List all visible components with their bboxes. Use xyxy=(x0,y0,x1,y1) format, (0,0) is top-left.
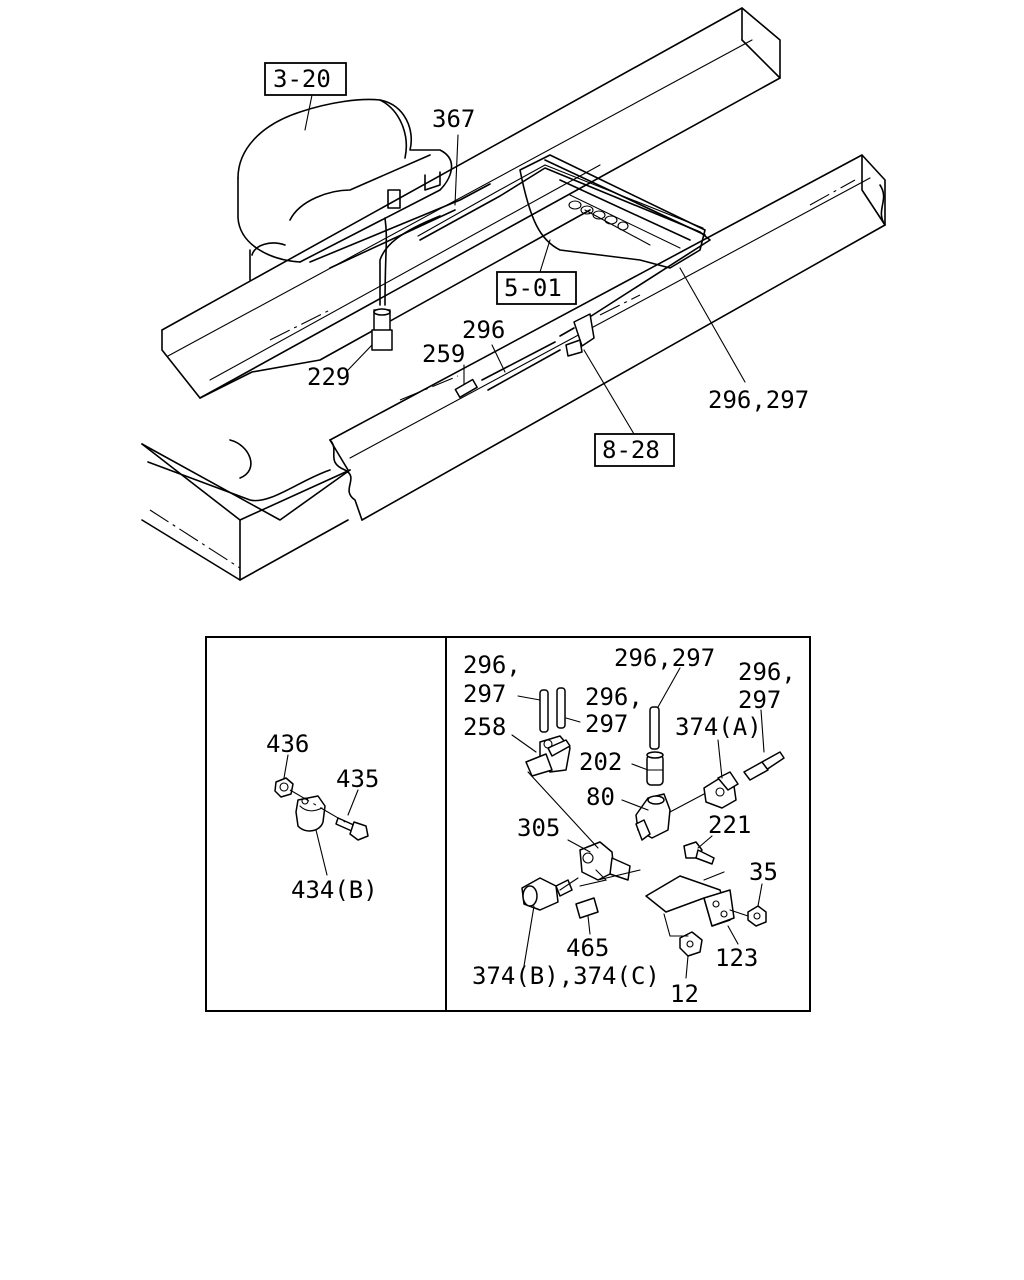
label-465: 465 xyxy=(566,934,609,962)
nut-12 xyxy=(679,931,703,957)
right-panel: 296, 297 296, 297 296,297 296, 297 258 2… xyxy=(463,644,796,1008)
label-80: 80 xyxy=(586,783,615,811)
frame-assembly xyxy=(141,7,886,581)
ref-box-8-28 xyxy=(594,433,675,467)
pipe-296-297-b xyxy=(556,687,566,729)
label-296-297: 296,297 xyxy=(708,386,809,414)
bracket-123 xyxy=(645,875,735,927)
ref-box-3-20 xyxy=(264,62,347,96)
label-123: 123 xyxy=(715,944,758,972)
label-12: 12 xyxy=(670,980,699,1008)
fitting-374bc xyxy=(521,877,573,911)
bolt-435 xyxy=(335,817,369,841)
junction-8-28 xyxy=(559,313,595,357)
nut-35 xyxy=(747,905,767,927)
fitting-259 xyxy=(454,378,478,399)
label-35: 35 xyxy=(749,858,778,886)
label-296d-2: 297 xyxy=(738,686,781,714)
label-296c: 296,297 xyxy=(614,644,715,672)
reference-boxes: 3-20 5-01 8-28 xyxy=(264,62,675,467)
fitting-229 xyxy=(371,308,393,351)
pipe-296-297-a xyxy=(539,689,549,733)
ref-3-20-text: 3-20 xyxy=(273,65,331,93)
nut-436 xyxy=(274,777,294,798)
label-434b: 434(B) xyxy=(291,876,378,904)
label-435: 435 xyxy=(336,765,379,793)
label-296a-2: 297 xyxy=(463,680,506,708)
label-374a: 374(A) xyxy=(675,713,762,741)
ref-box-5-01 xyxy=(496,271,577,305)
connector-202 xyxy=(646,751,664,786)
elbow-258 xyxy=(525,735,571,777)
detail-panels xyxy=(205,636,811,1012)
ref-8-28-text: 8-28 xyxy=(602,436,660,464)
label-296b-2: 297 xyxy=(585,710,628,738)
bolt-221 xyxy=(683,841,715,865)
label-296a-1: 296, xyxy=(463,651,521,679)
upper-labels: 367 229 296 259 296,297 xyxy=(307,105,809,414)
label-296: 296 xyxy=(462,316,505,344)
ref-5-01-text: 5-01 xyxy=(504,274,562,302)
tee-80 xyxy=(635,793,671,841)
label-374bc: 374(B),374(C) xyxy=(472,962,660,990)
label-296b-1: 296, xyxy=(585,683,643,711)
label-229: 229 xyxy=(307,363,350,391)
clip-434b xyxy=(295,795,326,832)
label-296d-1: 296, xyxy=(738,658,796,686)
label-367: 367 xyxy=(432,105,475,133)
label-305: 305 xyxy=(517,814,560,842)
label-202: 202 xyxy=(579,748,622,776)
plate-holes xyxy=(568,200,629,231)
pipe-296-297-c xyxy=(649,706,660,750)
label-221: 221 xyxy=(708,811,751,839)
plug-465 xyxy=(575,897,599,919)
label-259: 259 xyxy=(422,340,465,368)
label-258: 258 xyxy=(463,713,506,741)
left-panel: 436 435 434(B) xyxy=(266,730,379,904)
upper-leaders xyxy=(304,94,746,435)
label-436: 436 xyxy=(266,730,309,758)
detail-frame xyxy=(205,636,811,1012)
fitting-374a xyxy=(703,771,739,809)
